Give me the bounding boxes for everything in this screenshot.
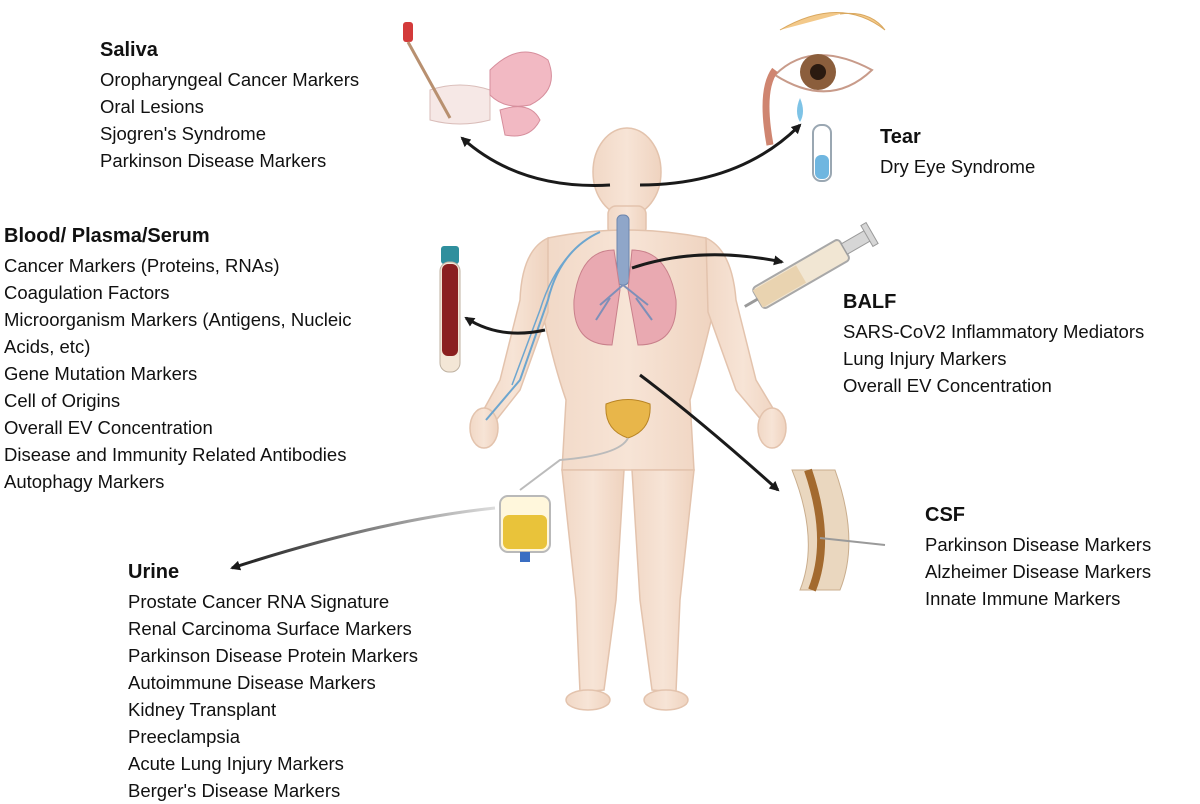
arrow-to-urine (230, 506, 496, 571)
blood-tube-illustration (439, 246, 461, 373)
blood-item: Autophagy Markers (4, 471, 165, 492)
blood-item: Disease and Immunity Related Antibodies (4, 444, 347, 465)
arrow-to-csf (639, 373, 780, 492)
balf-title: BALF (843, 291, 897, 313)
tear-section: Tear Dry Eye Syndrome (880, 125, 1035, 180)
blood-item: Overall EV Concentration (4, 417, 213, 438)
balf-item: Overall EV Concentration (843, 375, 1052, 396)
tear-item: Dry Eye Syndrome (880, 156, 1036, 177)
urine-item: Acute Lung Injury Markers (128, 753, 344, 774)
tear-title: Tear (880, 126, 921, 148)
blood-item: Microorganism Markers (Antigens, Nucleic (4, 309, 352, 330)
csf-item: Alzheimer Disease Markers (925, 561, 1152, 582)
csf-section: CSF Parkinson Disease Markers Alzheimer … (925, 503, 1151, 612)
arrow-to-balf (631, 253, 784, 270)
blood-item: Cell of Origins (4, 390, 121, 411)
blood-title: Blood/ Plasma/Serum (4, 225, 210, 247)
urine-item: Preeclampsia (128, 726, 241, 747)
balf-section: BALF SARS-CoV2 Inflammatory Mediators Lu… (843, 290, 1144, 399)
saliva-title: Saliva (100, 39, 158, 61)
balf-item: Lung Injury Markers (843, 348, 1007, 369)
csf-title: CSF (925, 504, 965, 526)
bladder-illustration (519, 399, 651, 491)
csf-item: Parkinson Disease Markers (925, 534, 1152, 555)
saliva-section: Saliva Oropharyngeal Cancer Markers Oral… (100, 38, 359, 174)
urine-bag-illustration (499, 495, 551, 562)
tear-illustration (762, 12, 886, 182)
urine-section: Urine Prostate Cancer RNA Signature Rena… (128, 560, 418, 804)
urine-item: Renal Carcinoma Surface Markers (128, 618, 412, 639)
saliva-item: Oropharyngeal Cancer Markers (100, 69, 360, 90)
lungs-illustration (573, 214, 677, 346)
blood-item: Gene Mutation Markers (4, 363, 198, 384)
arrows (230, 123, 802, 571)
syringe-illustration (744, 221, 879, 309)
urine-item: Berger's Disease Markers (128, 780, 341, 801)
blood-section: Blood/ Plasma/Serum Cancer Markers (Prot… (4, 224, 352, 495)
blood-item: Cancer Markers (Proteins, RNAs) (4, 255, 280, 276)
urine-item: Parkinson Disease Protein Markers (128, 645, 418, 666)
urine-item: Kidney Transplant (128, 699, 277, 720)
arrow-to-blood (464, 316, 546, 335)
csf-item: Innate Immune Markers (925, 588, 1121, 609)
arrow-to-tear (639, 123, 802, 187)
saliva-item: Parkinson Disease Markers (100, 150, 327, 171)
urine-item: Autoimmune Disease Markers (128, 672, 376, 693)
urine-item: Prostate Cancer RNA Signature (128, 591, 390, 612)
blood-item: Acids, etc) (4, 336, 91, 357)
balf-item: SARS-CoV2 Inflammatory Mediators (843, 321, 1145, 342)
saliva-item: Sjogren's Syndrome (100, 123, 267, 144)
saliva-item: Oral Lesions (100, 96, 204, 117)
urine-title: Urine (128, 561, 180, 583)
arrow-to-saliva (460, 136, 611, 187)
blood-item: Coagulation Factors (4, 282, 170, 303)
saliva-illustration (403, 22, 552, 137)
spine-illustration (791, 468, 886, 592)
